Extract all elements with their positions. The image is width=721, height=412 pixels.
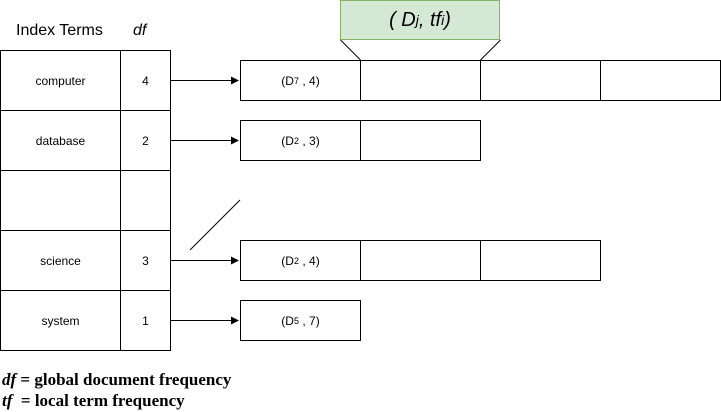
posting-cell-empty — [360, 60, 481, 101]
legend-tf: tf = local term frequency — [2, 391, 185, 410]
posting-cell-empty — [600, 60, 721, 101]
ellipsis-slash — [189, 199, 241, 251]
term-cell: system — [0, 290, 121, 351]
posting-cell-empty — [360, 120, 481, 161]
term-cell: computer — [0, 50, 121, 111]
posting-cell-empty — [480, 60, 601, 101]
df-cell: 3 — [120, 230, 171, 291]
term-cell — [0, 170, 121, 231]
callout-leader-right — [480, 39, 501, 61]
df-cell: 1 — [120, 290, 171, 351]
posting-cell-empty — [480, 240, 601, 281]
callout-leader-left — [340, 39, 361, 61]
df-header: df — [133, 22, 147, 39]
legend-df: df = global document frequency — [2, 370, 232, 389]
df-cell: 4 — [120, 50, 171, 111]
posting-cell-empty — [360, 240, 481, 281]
df-cell — [120, 170, 171, 231]
term-cell: science — [0, 230, 121, 291]
df-cell: 2 — [120, 110, 171, 171]
index-terms-header: Index Terms — [16, 22, 103, 39]
